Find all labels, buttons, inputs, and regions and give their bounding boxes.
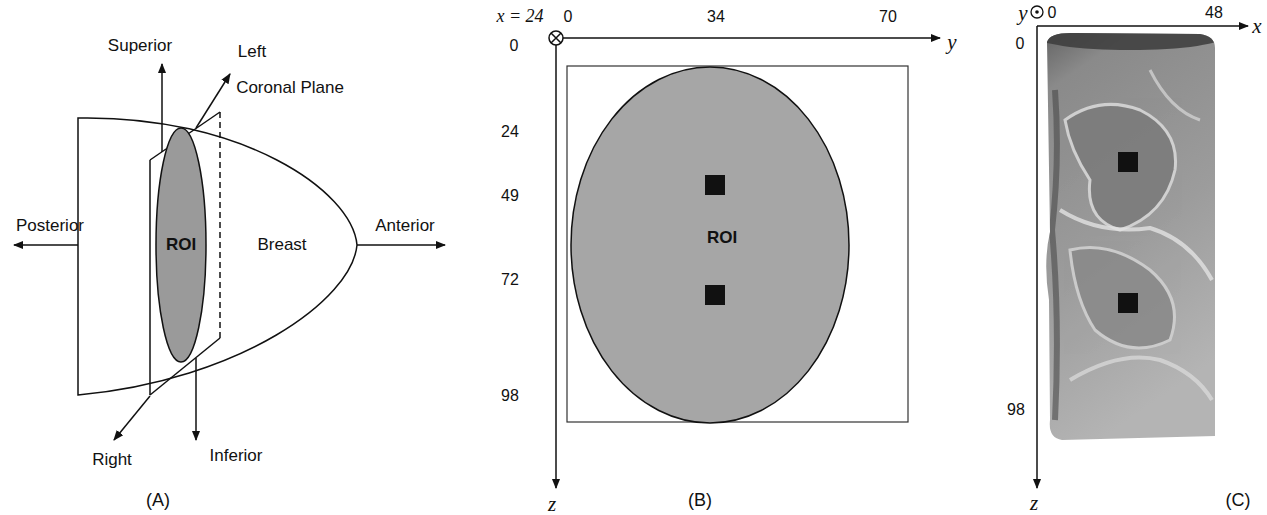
symbol-cross [551,33,561,43]
z-axis [555,45,557,488]
plane-label: Coronal Plane [236,78,344,98]
tick-label: 49 [501,187,519,205]
panel-label: (B) [688,490,712,511]
tissue-edge [1052,90,1057,420]
axis-label: z [1030,491,1038,515]
marker-square [1118,293,1138,313]
tick-label: 98 [1007,401,1025,419]
tissue-strand [1150,70,1200,120]
breast-outline: Breast ROI [76,110,362,402]
image-frame [567,66,908,422]
direction-label: Posterior [16,216,84,236]
tick-label: 48 [1205,4,1223,22]
roi-ellipse [156,128,206,362]
roi-ellipse: ROI [155,127,207,363]
anterior-arrow [357,244,445,246]
tick-label: 24 [501,123,519,141]
marker-square [705,175,725,195]
symbol-circle [549,31,563,45]
tissue-strand [1070,358,1212,401]
coronal-plane [150,112,220,395]
tick-label: 34 [707,8,725,26]
tick-label: 0 [564,8,573,26]
direction-arrows [14,64,445,440]
panel-label: (C) [1226,490,1251,511]
axis-label: y [947,30,956,54]
tissue-structure [1070,248,1175,349]
z-axis [1036,26,1038,488]
y-axis [563,37,940,39]
marker-square [705,285,725,305]
panel-label: (A) [146,490,170,511]
right-arrow [114,396,150,440]
axis-label: x [1252,14,1261,38]
x-axis [1037,25,1248,27]
symbol-circle [1031,6,1043,18]
superior-arrow [161,64,163,152]
direction-label: Superior [108,36,172,56]
direction-label: Left [238,42,266,62]
region-label: ROI [707,228,737,248]
tick-label: 98 [501,387,519,405]
axis-label: y [1018,1,1027,25]
tick-label: 0 [1048,4,1057,22]
direction-label: Anterior [375,216,435,236]
tick-label: 0 [510,37,519,55]
plane-edge [149,160,151,395]
roi-ellipse [571,67,849,423]
symbol-dot [1035,10,1039,14]
tissue-structure [1065,104,1176,230]
direction-label: Right [92,450,132,470]
tissue-image [1035,22,1225,444]
tissue-dark-band [1035,22,1225,50]
tick-label: 0 [1016,35,1025,53]
region-label: Breast [257,235,306,255]
axis-label: z [548,492,556,515]
plane-edge-hidden [219,112,221,338]
out-of-page-symbol [1031,6,1043,18]
posterior-arrow [14,244,78,246]
direction-label: Inferior [210,446,263,466]
breast-outline [78,118,357,395]
node-shape [76,110,362,402]
slice-label: x = 24 [496,6,543,27]
tick-label: 72 [501,271,519,289]
into-page-symbol [549,31,563,45]
tick-label: 70 [879,8,897,26]
roi-ellipse: ROI [570,66,850,424]
left-arrow [196,74,230,128]
region-label: ROI [166,235,196,255]
tissue-ground [1040,28,1220,444]
marker-square [1118,152,1138,172]
tissue-strand [1060,210,1212,280]
